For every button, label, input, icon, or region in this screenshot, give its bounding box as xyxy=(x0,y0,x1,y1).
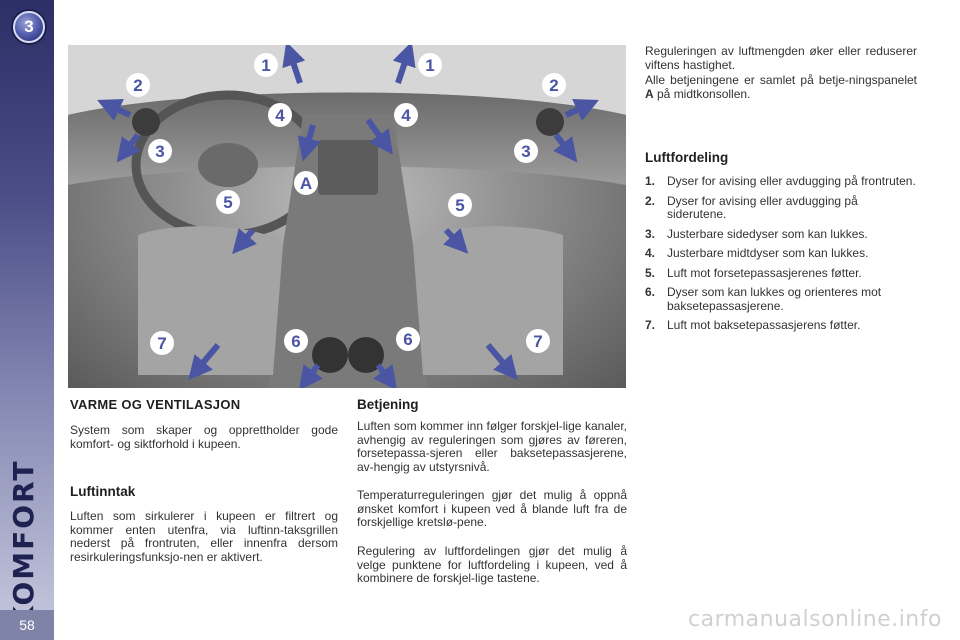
luftmengde-paragraph: Reguleringen av luftmengden øker eller r… xyxy=(645,44,917,72)
list-item: 2. Dyser for avising eller avdugging på s… xyxy=(645,193,917,222)
seat-left xyxy=(138,226,283,375)
betjeningspanel-text-start: Alle betjeningene er samlet på betje-nin… xyxy=(645,73,917,87)
callout-7-left: 7 xyxy=(157,334,166,353)
list-item: 5. Luft mot forsetepassasjerenes føtter. xyxy=(645,265,917,281)
callout-1-left: 1 xyxy=(261,56,270,75)
list-item: 7. Luft mot baksetepassasjerens føtter. xyxy=(645,318,917,333)
list-item-number: 1. xyxy=(645,174,656,188)
dashboard-drawing: 1 1 2 2 3 3 4 4 5 5 6 6 7 7 A xyxy=(68,45,626,388)
intro-paragraph: System som skaper og opprettholder gode … xyxy=(70,423,338,451)
airflow-arrows xyxy=(97,45,599,388)
list-item-text: Dyser som kan lukkes og orienteres mot b… xyxy=(667,285,882,313)
list-item-text: Dyser for avising eller avdugging på fro… xyxy=(667,174,916,188)
list-item-number: 6. xyxy=(645,285,656,299)
chapter-sidebar: 3 KOMFORT 58 xyxy=(0,0,54,640)
page-heading: VARME OG VENTILASJON xyxy=(70,397,241,412)
betjeningspanel-paragraph: Alle betjeningene er samlet på betje-nin… xyxy=(645,73,917,101)
callout-5-left: 5 xyxy=(223,193,232,212)
vent-right xyxy=(536,108,564,136)
list-item-text: Justerbare sidedyser som kan lukkes. xyxy=(667,226,868,241)
betjeningspanel-text-end: på midtkonsollen. xyxy=(653,86,751,101)
betjening-paragraph-1: Luften som kommer inn følger forskjel-li… xyxy=(357,419,627,474)
callout-7-right: 7 xyxy=(533,332,542,351)
callout-2-right: 2 xyxy=(549,76,558,95)
callout-4-left: 4 xyxy=(275,106,285,125)
callout-6-right: 6 xyxy=(403,330,412,349)
list-item-text: Dyser for avising eller avdugging på sid… xyxy=(667,193,858,221)
callout-4-right: 4 xyxy=(401,106,411,125)
betjening-heading: Betjening xyxy=(357,397,419,412)
callout-3-left: 3 xyxy=(155,142,164,161)
list-item-number: 2. xyxy=(645,193,656,208)
vent-left xyxy=(132,108,160,136)
list-item-number: 5. xyxy=(645,265,656,280)
steering-hub xyxy=(198,143,258,187)
list-item-number: 4. xyxy=(645,246,656,260)
panel-a-label: A xyxy=(645,86,654,101)
rear-vent-left xyxy=(312,337,348,373)
callout-2-left: 2 xyxy=(133,76,142,95)
callout-1-right: 1 xyxy=(425,56,434,75)
callout-6-left: 6 xyxy=(291,332,300,351)
callout-3-right: 3 xyxy=(521,142,530,161)
chapter-number-badge: 3 xyxy=(13,11,45,43)
betjening-paragraph-2: Temperaturreguleringen gjør det mulig å … xyxy=(357,488,627,529)
chapter-title: KOMFORT xyxy=(7,459,40,628)
windscreen-shape xyxy=(68,45,626,115)
callout-labels: 1 1 2 2 3 3 4 4 5 5 6 6 7 7 A xyxy=(126,53,566,355)
list-item: 1. Dyser for avising eller avdugging på f… xyxy=(645,174,917,189)
list-item: 6. Dyser som kan lukkes og orienteres mot… xyxy=(645,285,917,313)
list-item: 3. Justerbare sidedyser som kan lukkes. xyxy=(645,226,917,242)
list-item-text: Luft mot baksetepassasjerens føtter. xyxy=(667,318,861,332)
list-item: 4. Justerbare midtdyser som kan lukkes. xyxy=(645,246,917,261)
list-item-text: Luft mot forsetepassasjerenes føtter. xyxy=(667,265,862,280)
list-item-number: 3. xyxy=(645,226,656,241)
luftfordeling-list: 1. Dyser for avising eller avdugging på f… xyxy=(645,174,917,339)
page-number: 58 xyxy=(0,610,54,640)
betjening-paragraph-3: Regulering av luftfordelingen gjør det m… xyxy=(357,544,627,585)
list-item-number: 7. xyxy=(645,318,656,332)
rear-vent-right xyxy=(348,337,384,373)
list-item-text: Justerbare midtdyser som kan lukkes. xyxy=(667,246,869,260)
ventilation-illustration: 1 1 2 2 3 3 4 4 5 5 6 6 7 7 A xyxy=(68,45,626,388)
callout-5-right: 5 xyxy=(455,196,464,215)
luftinntak-heading: Luftinntak xyxy=(70,484,136,499)
luftinntak-paragraph: Luften som sirkulerer i kupeen er filtre… xyxy=(70,509,338,564)
seat-right xyxy=(413,226,563,375)
control-panel xyxy=(318,140,378,195)
watermark: carmanualsonline.info xyxy=(688,607,942,632)
callout-a: A xyxy=(300,174,312,193)
luftfordeling-heading: Luftfordeling xyxy=(645,150,729,165)
